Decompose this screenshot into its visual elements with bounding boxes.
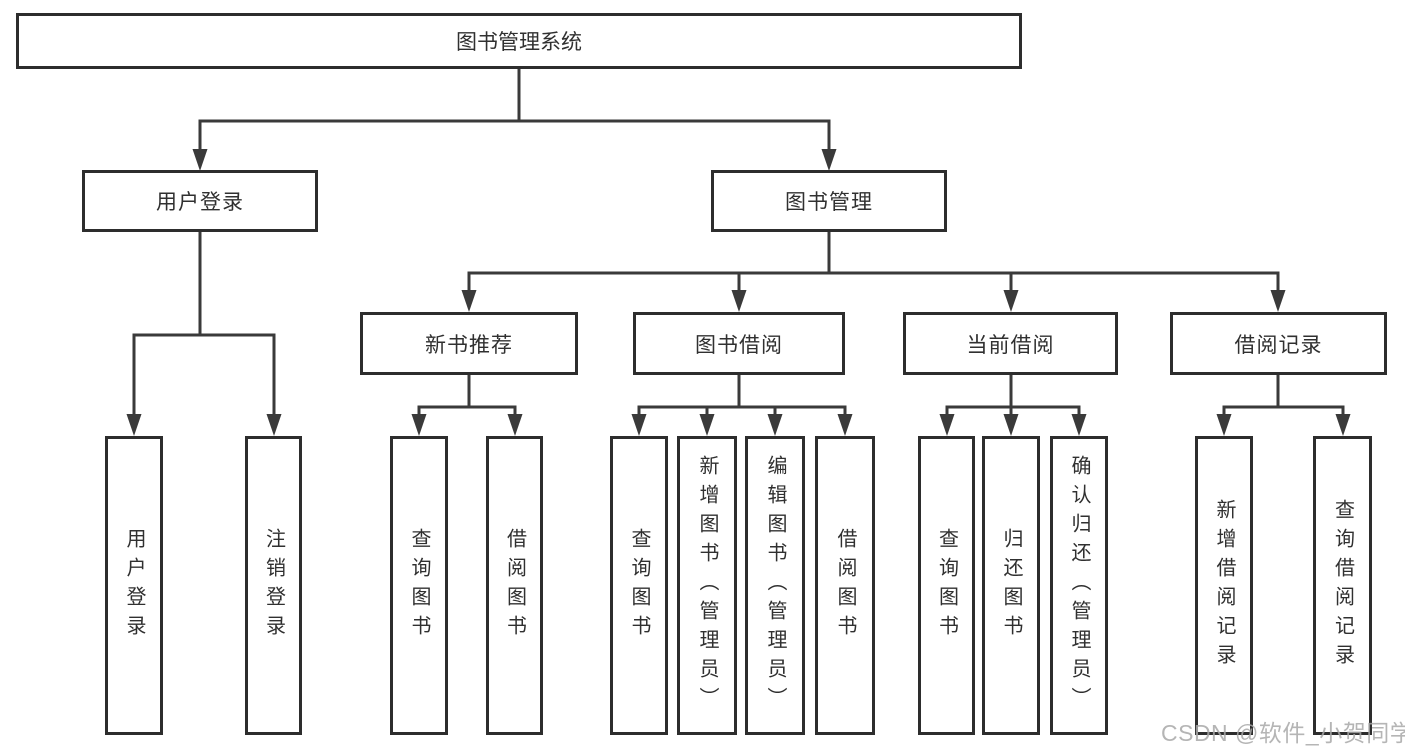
node-new-book-recommend: 新书推荐 [360, 312, 578, 375]
leaf-add-book-admin: 新增图书（管理员） [677, 436, 737, 735]
leaf-borrow-book: 借阅图书 [815, 436, 875, 735]
leaf-confirm-return-admin: 确认归还（管理员） [1050, 436, 1108, 735]
node-label: 图书管理 [785, 191, 873, 214]
node-label: 注销登录 [262, 527, 285, 644]
node-label: 图书管理系统 [456, 31, 582, 54]
node-label: 查询图书 [935, 527, 958, 644]
node-book-management: 图书管理 [711, 170, 947, 232]
node-library-management-system: 图书管理系统 [16, 13, 1022, 69]
leaf-query-book-recommend: 查询图书 [390, 436, 448, 735]
node-label: 新增图书（管理员） [696, 455, 718, 716]
leaf-query-book-borrow: 查询图书 [610, 436, 668, 735]
node-label: 确认归还（管理员） [1068, 455, 1090, 716]
node-label: 图书借阅 [695, 333, 783, 357]
node-label: 当前借阅 [966, 333, 1055, 357]
node-label: 查询借阅记录 [1331, 498, 1354, 673]
node-label: 新书推荐 [425, 333, 513, 357]
node-label: 新增借阅记录 [1213, 498, 1235, 673]
node-label: 查询图书 [408, 527, 430, 644]
node-label: 借阅记录 [1234, 333, 1323, 357]
node-label: 借阅图书 [834, 527, 856, 644]
node-label: 用户登录 [123, 527, 145, 644]
leaf-add-borrow-record: 新增借阅记录 [1195, 436, 1253, 735]
csdn-watermark: CSDN @软件_小贺同学 [1161, 720, 1405, 746]
node-label: 归还图书 [1000, 527, 1022, 644]
node-label: 用户登录 [156, 191, 244, 214]
node-label: 借阅图书 [503, 527, 526, 644]
leaf-borrow-book-recommend: 借阅图书 [486, 436, 543, 735]
node-label: 编辑图书（管理员） [764, 455, 786, 716]
leaf-logout-login: 注销登录 [245, 436, 302, 735]
leaf-return-book: 归还图书 [982, 436, 1040, 735]
node-user-login: 用户登录 [82, 170, 318, 232]
node-label: 查询图书 [628, 527, 650, 644]
node-borrow-record: 借阅记录 [1170, 312, 1387, 375]
leaf-query-book-current: 查询图书 [918, 436, 975, 735]
leaf-edit-book-admin: 编辑图书（管理员） [745, 436, 805, 735]
node-current-borrow: 当前借阅 [903, 312, 1118, 375]
leaf-query-borrow-record: 查询借阅记录 [1313, 436, 1372, 735]
leaf-user-login: 用户登录 [105, 436, 163, 735]
node-book-borrow: 图书借阅 [633, 312, 845, 375]
